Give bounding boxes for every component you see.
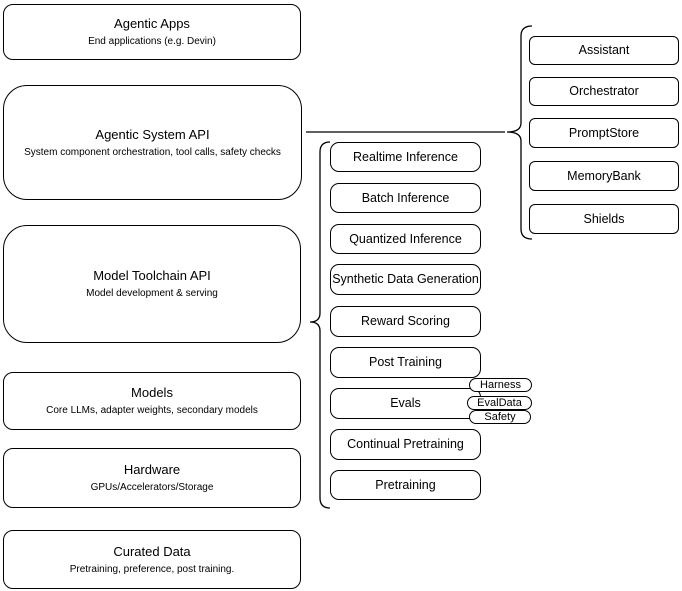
- node-label: Continual Pretraining: [347, 437, 464, 451]
- node-synthetic-data-generation: Synthetic Data Generation: [330, 264, 481, 295]
- tag-label: EvalData: [477, 397, 522, 409]
- node-label: Batch Inference: [361, 190, 450, 205]
- node-memorybank: MemoryBank: [529, 161, 679, 191]
- node-pretraining: Pretraining: [330, 470, 481, 500]
- node-promptstore: PromptStore: [529, 118, 679, 148]
- node-post-training: Post Training: [330, 347, 481, 378]
- node-hardware: Hardware GPUs/Accelerators/Storage: [3, 448, 301, 508]
- node-model-toolchain-api: Model Toolchain API Model development & …: [3, 225, 301, 343]
- node-reward-scoring: Reward Scoring: [330, 306, 481, 337]
- toolchain-group-brace: [309, 141, 331, 509]
- tag-harness: Harness: [469, 378, 532, 392]
- node-label: Post Training: [369, 355, 442, 369]
- node-shields: Shields: [529, 204, 679, 234]
- node-label: Reward Scoring: [361, 314, 450, 328]
- node-title: Agentic Apps: [114, 16, 190, 31]
- node-label: Pretraining: [375, 477, 436, 492]
- node-assistant: Assistant: [529, 36, 679, 65]
- node-continual-pretraining: Continual Pretraining: [330, 429, 481, 460]
- node-subtitle: GPUs/Accelerators/Storage: [90, 482, 214, 493]
- node-curated-data: Curated Data Pretraining, preference, po…: [3, 530, 301, 589]
- node-label: Assistant: [578, 43, 630, 57]
- node-subtitle: Model development & serving: [86, 288, 218, 299]
- node-label: PromptStore: [568, 125, 640, 140]
- node-evals: Evals: [330, 388, 481, 419]
- tag-label: Harness: [480, 379, 521, 391]
- node-title: Curated Data: [113, 543, 191, 559]
- node-label: Quantized Inference: [349, 231, 462, 246]
- node-subtitle: Pretraining, preference, post training.: [69, 563, 235, 575]
- node-models: Models Core LLMs, adapter weights, secon…: [3, 372, 301, 430]
- node-title: Model Toolchain API: [93, 268, 211, 283]
- node-agentic-apps: Agentic Apps End applications (e.g. Devi…: [3, 4, 301, 60]
- node-realtime-inference: Realtime Inference: [330, 142, 481, 172]
- node-subtitle: System component orchestration, tool cal…: [24, 146, 281, 158]
- node-label: Evals: [390, 396, 421, 410]
- node-batch-inference: Batch Inference: [330, 183, 481, 213]
- tag-label: Safety: [484, 411, 516, 423]
- node-title: Agentic System API: [95, 126, 210, 142]
- node-label: Realtime Inference: [353, 149, 458, 164]
- node-label: Orchestrator: [569, 84, 639, 98]
- node-label: MemoryBank: [567, 168, 641, 183]
- node-title: Hardware: [123, 462, 181, 477]
- node-label: Synthetic Data Generation: [332, 272, 479, 286]
- node-subtitle: End applications (e.g. Devin): [88, 36, 216, 47]
- node-title: Models: [131, 385, 173, 400]
- node-orchestrator: Orchestrator: [529, 77, 679, 106]
- node-label: Shields: [583, 211, 625, 226]
- node-subtitle: Core LLMs, adapter weights, secondary mo…: [46, 405, 258, 416]
- node-quantized-inference: Quantized Inference: [330, 224, 481, 254]
- tag-safety: Safety: [469, 410, 531, 424]
- node-agentic-system-api: Agentic System API System component orch…: [3, 85, 302, 200]
- tag-evaldata: EvalData: [467, 396, 532, 410]
